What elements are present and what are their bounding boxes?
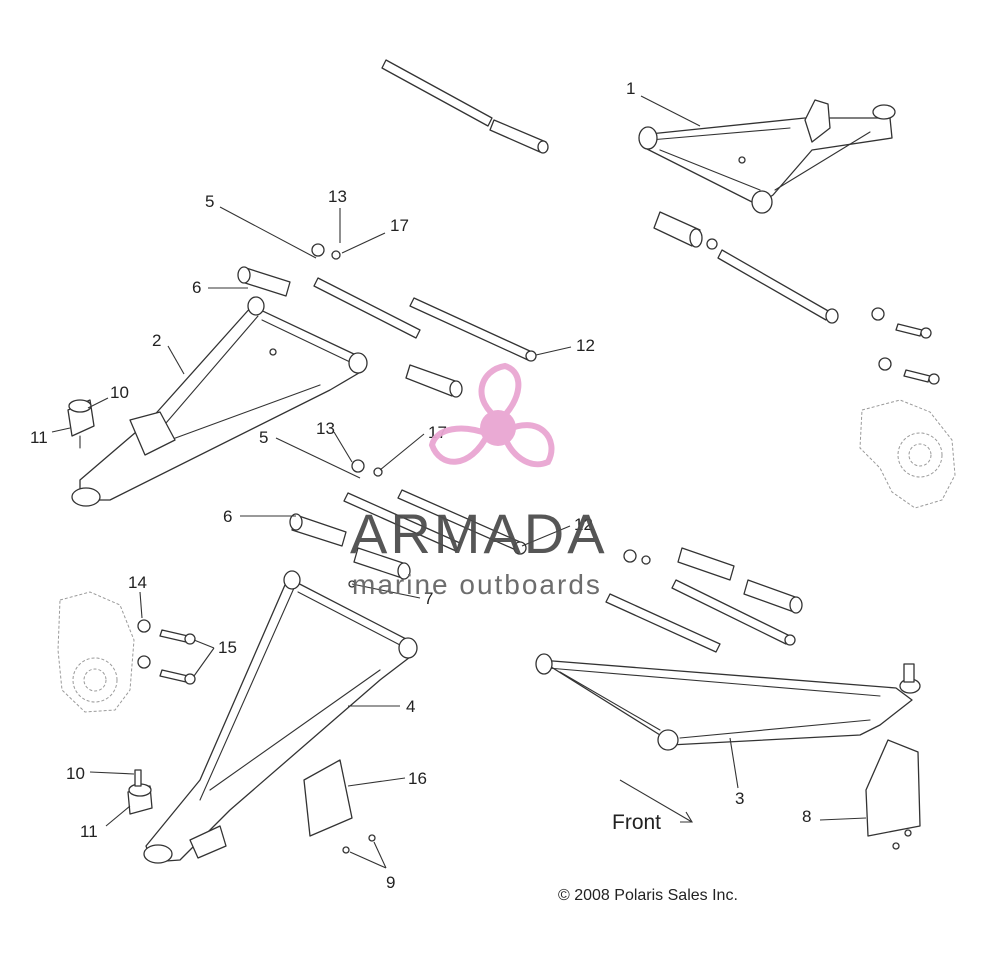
- bushing-6-upper: [237, 266, 291, 297]
- part-1-a-arm-upper-right: [638, 99, 896, 214]
- callout-6-upper: 6: [192, 278, 201, 297]
- callout-1: 1: [626, 79, 635, 98]
- front-label: Front: [612, 811, 661, 834]
- callout-8: 8: [802, 807, 811, 826]
- callout-13-upper: 13: [328, 187, 347, 206]
- pin-top: [381, 59, 549, 154]
- callout-12-upper: 12: [576, 336, 595, 355]
- callout-11-lower: 11: [80, 822, 98, 841]
- propeller-logo: [428, 362, 555, 468]
- callout-numbers: 1 2 3 4 5 5 6 6 7 8 9 10 10 11 11 12 12 …: [30, 79, 811, 892]
- ball-joint-lower: [127, 769, 153, 815]
- callout-9: 9: [386, 873, 395, 892]
- part-8-plate: [865, 739, 921, 850]
- callout-7: 7: [424, 589, 433, 608]
- callout-16: 16: [408, 769, 427, 788]
- callout-2: 2: [152, 331, 161, 350]
- copyright-text: © 2008 Polaris Sales Inc.: [558, 887, 738, 904]
- callout-14: 14: [128, 573, 147, 592]
- knuckle-right: [859, 399, 956, 509]
- callout-11-upper: 11: [30, 428, 48, 447]
- callout-3: 3: [735, 789, 744, 808]
- part-3-a-arm-lower-right: [535, 653, 921, 751]
- part-16-plate: [303, 759, 376, 854]
- leader-lines: [51, 95, 867, 869]
- watermark: ARMADA marine outboards: [350, 362, 608, 600]
- callout-5-upper: 5: [205, 192, 214, 211]
- bushing-bolt-set-1: [653, 211, 839, 324]
- callout-12-lower: 12: [574, 515, 593, 534]
- pins-lower: [289, 489, 803, 653]
- callout-10-lower: 10: [66, 764, 85, 783]
- hardware-right: [871, 307, 940, 385]
- pins-upper: [311, 243, 537, 398]
- callout-15: 15: [218, 638, 237, 657]
- callout-10-upper: 10: [110, 383, 129, 402]
- callout-5-lower: 5: [259, 428, 268, 447]
- callout-4: 4: [406, 697, 415, 716]
- hardware-middle: [351, 459, 383, 477]
- part-4-a-arm-lower-left: [143, 570, 418, 864]
- knuckle-left: [57, 591, 135, 713]
- watermark-tagline: marine outboards: [352, 569, 602, 600]
- front-direction-arrow: [619, 779, 693, 823]
- watermark-brand: ARMADA: [350, 502, 608, 565]
- callout-13-lower: 13: [316, 419, 335, 438]
- callout-17-upper: 17: [390, 216, 409, 235]
- ball-joint-upper: [67, 399, 95, 449]
- hardware-left: [137, 619, 196, 685]
- callout-6-lower: 6: [223, 507, 232, 526]
- part-2-a-arm-upper-left: [71, 296, 368, 507]
